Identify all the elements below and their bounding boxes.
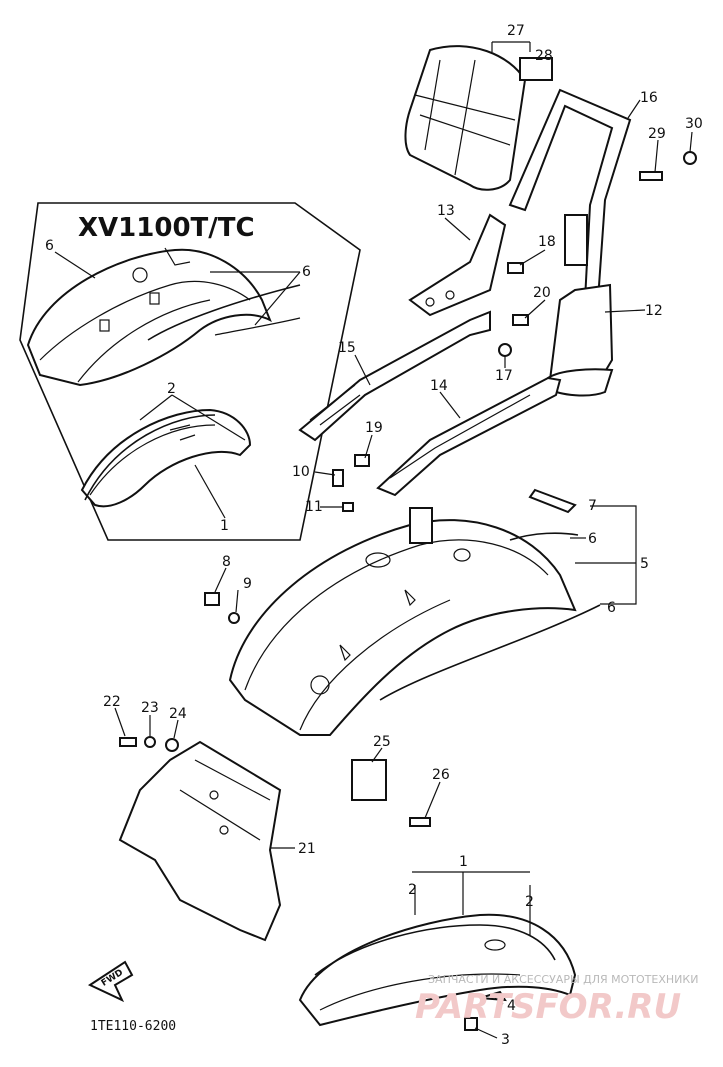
- inset-label-2: 2: [167, 381, 176, 397]
- washer-23: [144, 736, 156, 748]
- nut-24: [165, 738, 179, 752]
- callout-11: 11: [305, 499, 323, 515]
- inset-label-6b: 6: [302, 264, 311, 280]
- callout-13: 13: [437, 203, 455, 219]
- inset-border: [19, 202, 361, 541]
- fwd-arrow: FWD: [87, 960, 134, 1003]
- backrest-assembly: [298, 45, 697, 512]
- bracket-28: [519, 57, 553, 81]
- leader-lines: [114, 41, 693, 1039]
- bolt-29: [639, 171, 663, 181]
- callout-20: 20: [533, 285, 551, 301]
- bolt-10: [332, 469, 344, 487]
- callout-23: 23: [141, 700, 159, 716]
- inset-panel: XV1100T/TC 6 6 2 1: [19, 202, 361, 541]
- clamp-25: [351, 759, 387, 801]
- callout-14: 14: [430, 378, 448, 394]
- callout-19: 19: [365, 420, 383, 436]
- bolt-22: [119, 737, 137, 747]
- grab-rail-right: [376, 376, 562, 497]
- inset-strip: [147, 284, 301, 341]
- callout-9: 9: [243, 576, 252, 592]
- callout-1: 1: [459, 854, 468, 870]
- callout-2a: 2: [408, 882, 417, 898]
- nut-19: [354, 454, 370, 467]
- watermark-line2: PARTSFOR.RU: [415, 987, 681, 1027]
- callout-16: 16: [640, 90, 658, 106]
- clip-11: [342, 502, 354, 512]
- bolt-8: [204, 592, 220, 606]
- bolt-18: [507, 262, 524, 274]
- front-fender-assembly: [298, 913, 577, 1031]
- washer-9: [228, 612, 240, 624]
- callout-17: 17: [495, 368, 513, 384]
- grommet-4: [479, 990, 507, 1002]
- callout-3: 3: [501, 1032, 510, 1048]
- inset-label-1: 1: [220, 518, 229, 534]
- rear-fender-assembly: [204, 488, 601, 736]
- callout-8: 8: [222, 554, 231, 570]
- callout-25: 25: [373, 734, 391, 750]
- watermark-line1: ЗАПЧАСТИ И АКСЕССУАРЫ ДЛЯ МОТОТЕХНИКИ: [428, 973, 698, 986]
- reference-code: 1TE110-6200: [90, 1019, 176, 1034]
- callout-4: 4: [507, 998, 516, 1014]
- watermark: ЗАПЧАСТИ И АКСЕССУАРЫ ДЛЯ МОТОТЕХНИКИ PA…: [415, 973, 698, 1027]
- inset-title: XV1100T/TC: [78, 213, 255, 243]
- callout-6a: 6: [588, 531, 597, 547]
- screw-3: [464, 1017, 478, 1031]
- callout-27: 27: [507, 23, 525, 39]
- callout-12: 12: [645, 303, 663, 319]
- callout-2b: 2: [525, 894, 534, 910]
- inset-label-6a: 6: [45, 238, 54, 254]
- emblem-7: [528, 488, 577, 514]
- callout-22: 22: [103, 694, 121, 710]
- inset-fender: [26, 248, 272, 387]
- front-fender: [298, 913, 577, 1027]
- inset-front-fender: [80, 408, 252, 508]
- inner-fender: [118, 740, 282, 942]
- lower-fender-assembly: [118, 736, 431, 942]
- rear-fender: [228, 519, 577, 736]
- callout-30: 30: [685, 116, 703, 132]
- callouts: 27 28 16 29 30 13 18 20 12 15 17 14 19 1…: [103, 23, 703, 1048]
- seat-stay: [408, 213, 507, 317]
- fender-strip: [379, 604, 601, 701]
- callout-10: 10: [292, 464, 310, 480]
- backrest-frame: [508, 88, 632, 301]
- nut-17: [498, 343, 512, 357]
- callout-7: 7: [588, 498, 597, 514]
- grab-rail-left: [298, 310, 491, 442]
- callout-24: 24: [169, 706, 187, 722]
- bolt-20: [512, 314, 529, 326]
- callout-28: 28: [535, 48, 553, 64]
- callout-6b: 6: [607, 600, 616, 616]
- callout-18: 18: [538, 234, 556, 250]
- nut-30: [683, 151, 697, 165]
- callout-15: 15: [338, 340, 356, 356]
- callout-5: 5: [640, 556, 649, 572]
- bolt-26: [409, 817, 431, 827]
- callout-29: 29: [648, 126, 666, 142]
- callout-21: 21: [298, 841, 316, 857]
- callout-26: 26: [432, 767, 450, 783]
